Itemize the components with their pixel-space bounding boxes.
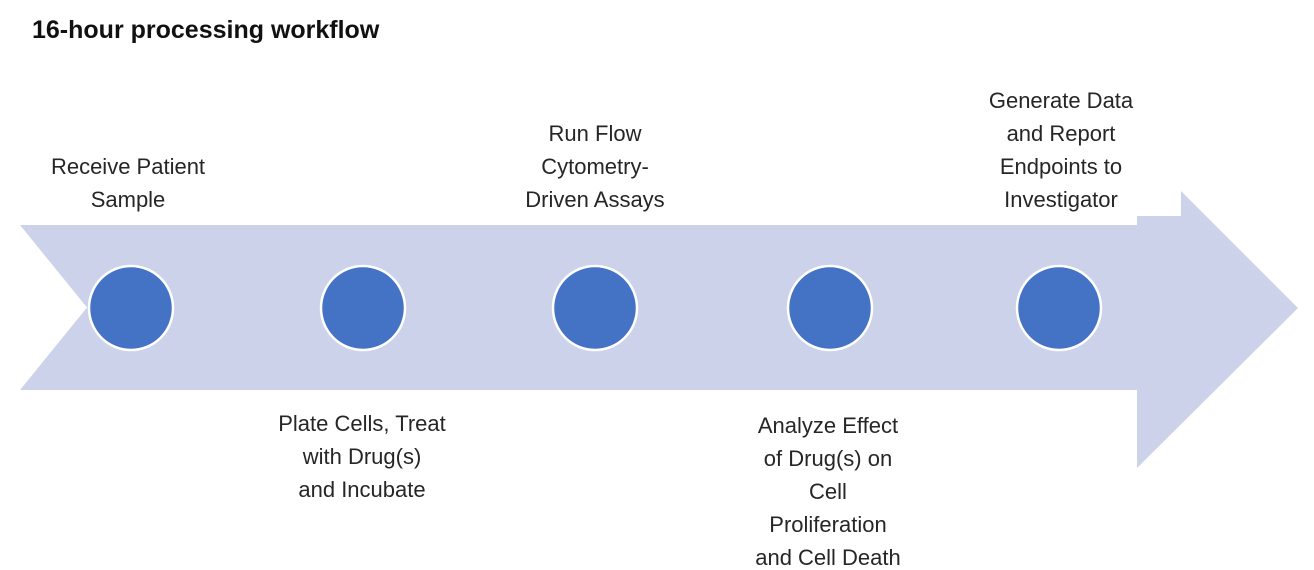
step-label-run-flow-cytometry: Run Flow Cytometry- Driven Assays <box>525 121 665 212</box>
step-marker-1 <box>87 264 175 352</box>
step-marker-5 <box>1015 264 1103 352</box>
step-marker-4 <box>786 264 874 352</box>
diagram-title: 16-hour processing workflow <box>32 16 380 44</box>
step-label-plate-cells: Plate Cells, Treat with Drug(s) and Incu… <box>278 411 446 502</box>
step-label-generate-data: Generate Data and Report Endpoints to In… <box>941 84 1181 216</box>
step-marker-3 <box>551 264 639 352</box>
step-label-receive-sample: Receive Patient Sample <box>50 154 206 212</box>
step-label-analyze-effect: Analyze Effect of Drug(s) on Cell Prolif… <box>755 413 901 570</box>
arrow-shape <box>20 147 1298 468</box>
step-marker-2 <box>319 264 407 352</box>
